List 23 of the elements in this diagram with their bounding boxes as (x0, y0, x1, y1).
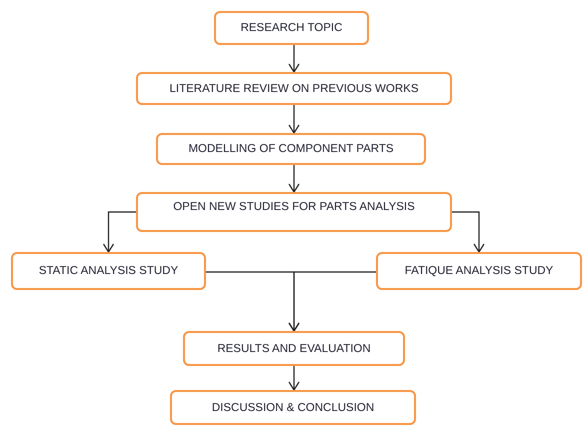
box-label: FATIQUE ANALYSIS STUDY (404, 265, 554, 277)
box-label: MODELLING OF COMPONENT PARTS (188, 143, 394, 155)
arrow (288, 105, 300, 134)
box-label: STATIC ANALYSIS STUDY (38, 265, 178, 277)
arrow (102, 211, 136, 253)
process-box (156, 133, 426, 165)
box-label: RESEARCH TOPIC (240, 22, 342, 34)
arrow (452, 211, 485, 253)
arrow (288, 271, 376, 332)
process-box (136, 72, 452, 105)
arrow (288, 165, 300, 193)
box-label: DISCUSSION & CONCLUSION (212, 402, 374, 414)
box-label: RESULTS AND EVALUATION (217, 342, 371, 354)
process-box (170, 390, 416, 425)
arrow (288, 45, 300, 73)
process-box (183, 331, 405, 366)
process-box (136, 192, 452, 232)
arrow (288, 366, 300, 391)
box-label: LITERATURE REVIEW ON PREVIOUS WORKS (170, 82, 418, 94)
process-box (214, 11, 369, 45)
process-box (376, 252, 582, 290)
process-box (11, 252, 206, 290)
box-label: OPEN NEW STUDIES FOR PARTS ANALYSIS (173, 201, 415, 213)
